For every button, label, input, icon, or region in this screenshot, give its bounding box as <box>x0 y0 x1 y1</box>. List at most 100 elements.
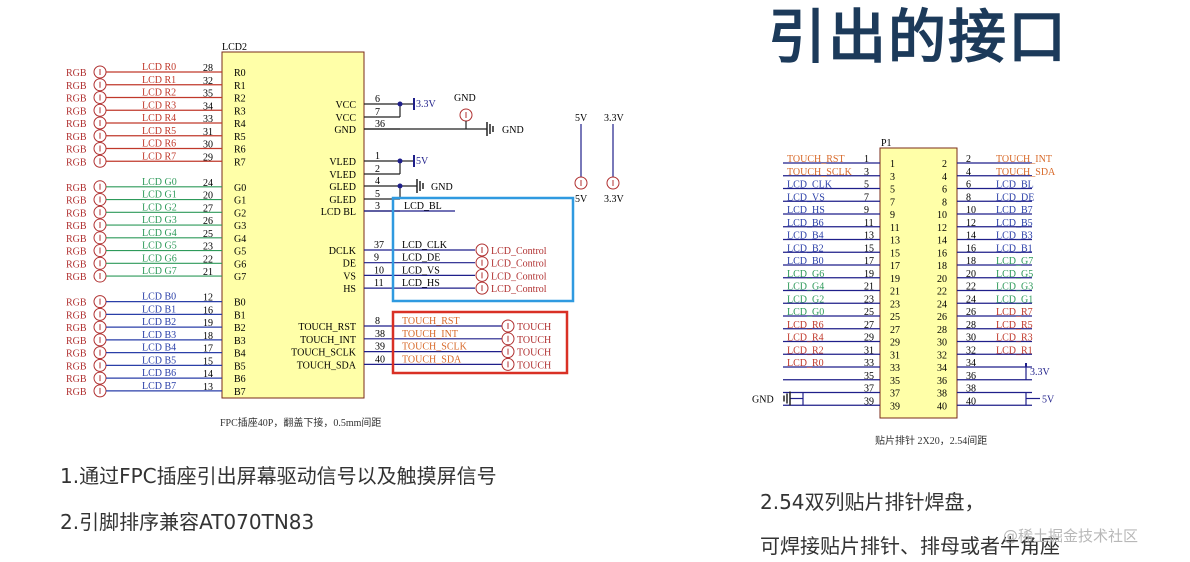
watermark: @稀土掘金技术社区 <box>1003 527 1139 545</box>
net-label-LCD_B0: LCD B0 <box>142 292 176 303</box>
p1-net-LCD_B7: LCD_B7 <box>996 205 1033 216</box>
p1-pin-index: 8 <box>942 197 947 208</box>
p1-pin-index: 12 <box>937 223 947 234</box>
pin-number: 34 <box>203 101 213 112</box>
control-port-label: LCD_Control <box>491 259 547 270</box>
pin-number: 7 <box>375 107 380 118</box>
net-label-LCD_R1: LCD R1 <box>142 75 176 86</box>
pin-name: R2 <box>234 94 246 105</box>
p1-pin-index: 34 <box>937 363 947 374</box>
p1-net-LCD_B5: LCD_B5 <box>996 218 1033 229</box>
pin-number: 28 <box>966 320 976 331</box>
rgb-port-tag: RGB <box>66 361 87 372</box>
pin-number: 13 <box>864 231 874 242</box>
pin-number: 25 <box>864 307 874 318</box>
p1-net-LCD_HS: LCD_HS <box>787 205 825 216</box>
pin-number: 20 <box>203 191 213 202</box>
net-label-LCD_VS: LCD_VS <box>402 265 440 276</box>
rgb-port-tag: RGB <box>66 81 87 92</box>
power-pin-name: GND <box>334 125 356 136</box>
control-port-label: LCD_Control <box>491 284 547 295</box>
pin-number: 8 <box>375 316 380 327</box>
power-pin-name: GLED <box>329 182 356 193</box>
pin-number: 36 <box>375 119 385 130</box>
net-label-LCD_B3: LCD B3 <box>142 330 176 341</box>
control-pin-name: DCLK <box>329 246 357 257</box>
p1-net-LCD_DE: LCD_DE <box>996 192 1034 203</box>
p1-pin-index: 15 <box>890 248 900 259</box>
p1-gnd-label: GND <box>752 395 774 406</box>
power-pin-name: GLED <box>329 195 356 206</box>
pin-number: 4 <box>966 167 971 178</box>
p1-body <box>879 147 958 419</box>
pin-number: 4 <box>375 176 380 187</box>
pin-number: 21 <box>864 282 874 293</box>
power-pin-name: VCC <box>335 100 356 111</box>
gnd-label: GND <box>502 125 524 136</box>
lcd2-body <box>221 51 365 399</box>
pin-number: 10 <box>374 265 384 276</box>
p1-pin-index: 26 <box>937 312 947 323</box>
p1-net-LCD_R1: LCD_R1 <box>996 345 1033 356</box>
net-label-LCD_G7: LCD G7 <box>142 266 177 277</box>
pin-number: 16 <box>966 243 976 254</box>
net-label-LCD_G4: LCD G4 <box>142 228 177 239</box>
pin-number: 16 <box>203 305 213 316</box>
p1-net-LCD_R6: LCD_R6 <box>787 320 824 331</box>
p1-pin-index: 32 <box>937 350 947 361</box>
note-line-1: 1.通过FPC插座引出屏幕驱动信号以及触摸屏信号 <box>60 464 497 488</box>
pin-number: 3 <box>375 201 380 212</box>
lcd2-caption: FPC插座40P，翻盖下接，0.5mm间距 <box>220 416 381 429</box>
pin-name: R3 <box>234 106 246 117</box>
pin-number: 1 <box>864 154 869 165</box>
p1-pin-index: 20 <box>937 274 947 285</box>
highlight-box-red <box>391 310 569 375</box>
net-label-LCD_R0: LCD R0 <box>142 62 176 73</box>
p1-net-LCD_G1: LCD_G1 <box>996 294 1033 305</box>
touch-pin-name: TOUCH_INT <box>300 335 356 346</box>
v33-port-label-2: 3.3V <box>604 194 625 205</box>
pin-number: 19 <box>864 269 874 280</box>
p1-v5-label: 5V <box>1042 395 1055 406</box>
pin-number: 26 <box>966 307 976 318</box>
pin-number: 31 <box>203 127 213 138</box>
net-label-LCD_B7: LCD B7 <box>142 381 176 392</box>
p1-pin-index: 4 <box>942 172 947 183</box>
net-label-TOUCH_SCLK: TOUCH_SCLK <box>402 342 468 353</box>
p1-net-LCD_B3: LCD_B3 <box>996 231 1033 242</box>
pin-number: 34 <box>966 358 976 369</box>
net-label-LCD_G1: LCD G1 <box>142 190 177 201</box>
pin-number: 14 <box>966 231 976 242</box>
net-label-LCD_B6: LCD B6 <box>142 368 176 379</box>
pin-number: 27 <box>864 320 874 331</box>
rgb-port-tag: RGB <box>66 132 87 143</box>
p1-pin-index: 22 <box>937 287 947 298</box>
pin-name: B7 <box>234 387 246 398</box>
p1-pin-index: 21 <box>890 287 900 298</box>
lcd2-ref: LCD2 <box>222 42 247 53</box>
p1-pin-index: 23 <box>890 299 900 310</box>
pin-number: 27 <box>203 203 213 214</box>
net-label-LCD_B4: LCD B4 <box>142 343 176 354</box>
pin-number: 29 <box>203 152 213 163</box>
power-pin-name: VCC <box>335 113 356 124</box>
p1-net-LCD_R4: LCD_R4 <box>787 333 824 344</box>
pin-name: R5 <box>234 132 246 143</box>
p1-net-LCD_CLK: LCD_CLK <box>787 180 833 191</box>
p1-pin-index: 13 <box>890 236 900 247</box>
net-label-LCD_B2: LCD B2 <box>142 317 176 328</box>
pin-number: 38 <box>375 329 385 340</box>
net-label-LCD_G6: LCD G6 <box>142 253 177 264</box>
net-label-LCD_DE: LCD_DE <box>402 253 440 264</box>
page-title: 引出的接口 <box>768 3 1069 71</box>
pin-number: 39 <box>864 396 874 407</box>
pin-number: 28 <box>203 63 213 74</box>
junction-dot <box>397 158 403 164</box>
pin-number: 30 <box>203 140 213 151</box>
p1-pin-index: 40 <box>937 401 947 412</box>
p1-pin-index: 14 <box>937 236 947 247</box>
p1-net-LCD_BL: LCD_BL <box>996 180 1034 191</box>
pin-name: B4 <box>234 349 246 360</box>
p1-pin-index: 6 <box>942 185 947 196</box>
touch-port-label: TOUCH <box>517 348 551 359</box>
